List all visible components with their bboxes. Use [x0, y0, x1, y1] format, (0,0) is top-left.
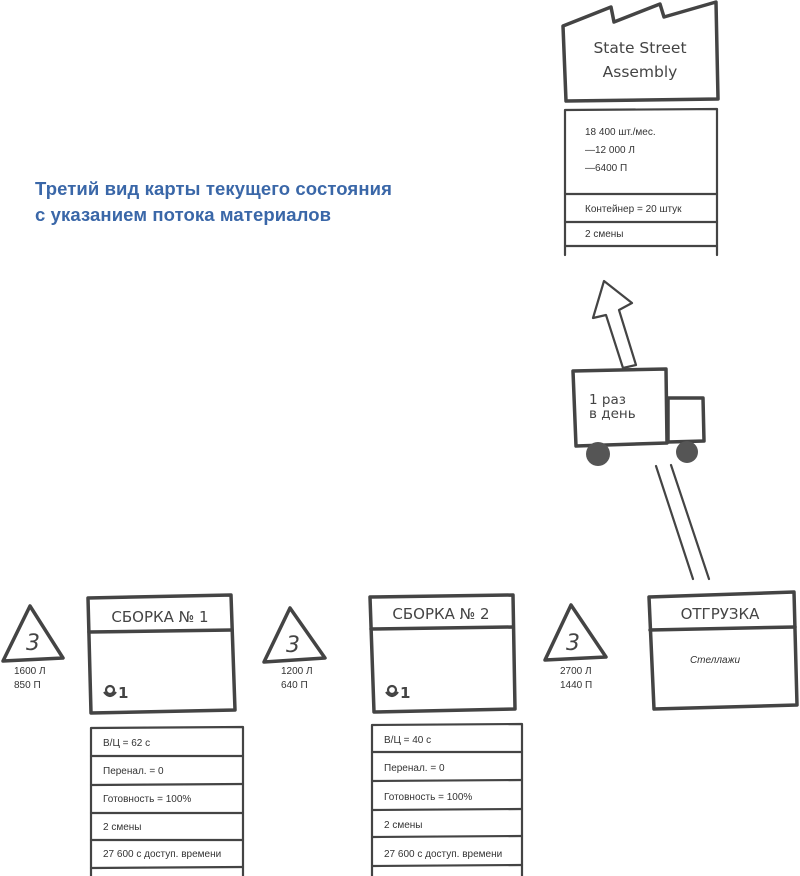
process-note: Стеллажи: [690, 655, 741, 666]
process-data-uptime: Готовность = 100%: [103, 794, 191, 805]
inventory-qty-p: 1440 П: [560, 680, 592, 691]
operator-count: 1: [400, 684, 410, 702]
inventory-qty-l: 2700 Л: [560, 666, 592, 677]
process-data-shifts: 2 смены: [384, 820, 423, 831]
process-name: СБОРКА № 1: [111, 608, 208, 626]
customer-factory[interactable]: State Street Assembly: [561, 0, 720, 103]
process-data-changeover: Перенал. = 0: [103, 766, 164, 777]
page-title: Третий вид карты текущего состояния с ук…: [35, 176, 392, 228]
process-data-cycle-time: В/Ц = 40 с: [384, 735, 431, 746]
customer-demand: 18 400 шт./мес.: [585, 127, 656, 138]
inventory-triangle-icon: [543, 603, 608, 662]
customer-container: Контейнер = 20 штук: [585, 204, 682, 215]
inventory-qty-l: 1600 Л: [14, 666, 46, 677]
operator-count: 1: [118, 684, 128, 702]
page-title-line-2: с указанием потока материалов: [35, 204, 332, 225]
process-box-assembly-2[interactable]: СБОРКА № 2 1: [368, 593, 517, 714]
customer-shifts: 2 смены: [585, 229, 624, 240]
shipment-frequency-line-1: 1 раз: [589, 392, 626, 408]
inventory-count: 3: [566, 631, 580, 656]
process-name: СБОРКА № 2: [392, 605, 489, 623]
process-data-box-1: В/Ц = 62 с Перенал. = 0 Готовность = 100…: [89, 725, 245, 876]
customer-demand-l: —12 000 Л: [585, 145, 635, 156]
inventory-count: 3: [286, 633, 300, 658]
process-box-assembly-1[interactable]: СБОРКА № 1 1: [86, 593, 237, 715]
operator-icon: [385, 684, 399, 698]
customer-data-box: 18 400 шт./мес. —12 000 Л —6400 П Контей…: [563, 107, 719, 257]
process-data-available-time: 27 600 с доступ. времени: [384, 849, 502, 860]
inventory-qty-p: 640 П: [281, 680, 308, 691]
process-data-available-time: 27 600 с доступ. времени: [103, 849, 221, 860]
customer-name-line-1: State Street: [593, 39, 686, 57]
operator-icon: [103, 684, 117, 698]
inventory-qty-l: 1200 Л: [281, 666, 313, 677]
inventory-1[interactable]: 3 1600 Л 850 П: [1, 604, 65, 691]
shipment-frequency-line-2: в день: [589, 406, 636, 422]
process-data-uptime: Готовность = 100%: [384, 792, 472, 803]
process-name: ОТГРУЗКА: [681, 605, 761, 623]
truck-icon[interactable]: 1 раз в день: [571, 367, 706, 466]
inventory-qty-p: 850 П: [14, 680, 41, 691]
inventory-count: 3: [26, 631, 40, 656]
customer-name-line-2: Assembly: [603, 63, 678, 81]
inventory-triangle-icon: [1, 604, 65, 663]
inventory-3[interactable]: 3 2700 Л 1440 П: [543, 603, 608, 691]
customer-demand-p: —6400 П: [585, 163, 627, 174]
process-data-box-2: В/Ц = 40 с Перенал. = 0 Готовность = 100…: [370, 722, 524, 876]
process-data-cycle-time: В/Ц = 62 с: [103, 738, 150, 749]
process-data-shifts: 2 смены: [103, 822, 142, 833]
page-title-line-1: Третий вид карты текущего состояния: [35, 178, 392, 199]
process-box-shipping[interactable]: ОТГРУЗКА Стеллажи: [647, 590, 799, 711]
inventory-triangle-icon: [262, 606, 327, 664]
material-flow-lines: [654, 463, 711, 581]
factory-icon: [561, 0, 720, 103]
process-data-changeover: Перенал. = 0: [384, 763, 445, 774]
inventory-2[interactable]: 3 1200 Л 640 П: [262, 606, 327, 691]
shipment-arrow-icon: [591, 279, 638, 370]
